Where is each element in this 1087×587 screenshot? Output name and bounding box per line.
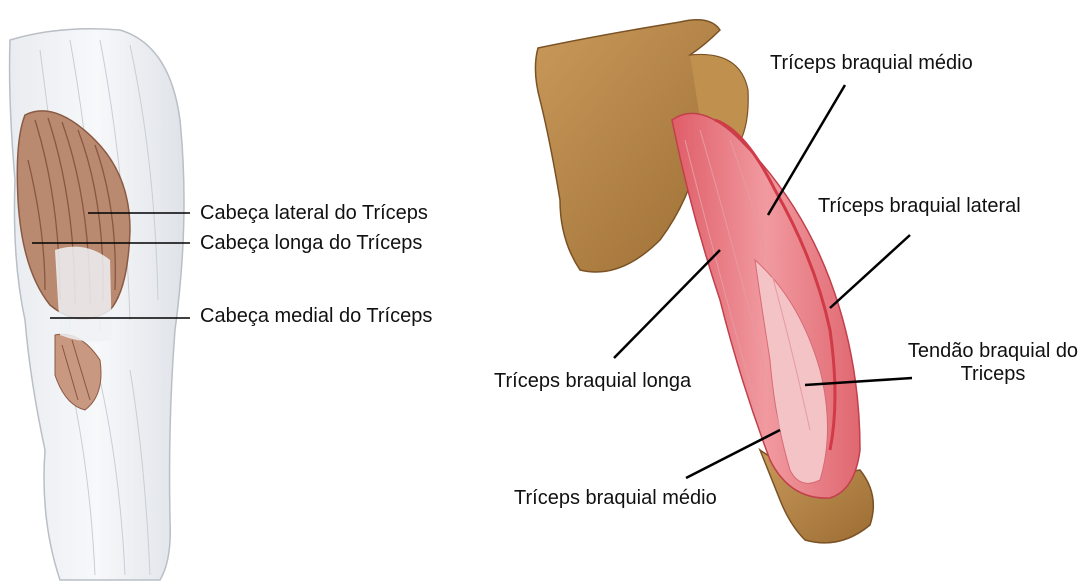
- label-triceps-longa: Tríceps braquial longa: [494, 370, 691, 393]
- label-cabeca-medial: Cabeça medial do Tríceps: [200, 305, 432, 328]
- label-cabeca-lateral: Cabeça lateral do Tríceps: [200, 202, 428, 225]
- label-triceps-medio-top: Tríceps braquial médio: [770, 52, 973, 75]
- label-tendao: Tendão braquial do Triceps: [900, 340, 1086, 386]
- label-triceps-lateral: Tríceps braquial lateral: [818, 195, 1021, 218]
- label-tendao-line2: Triceps: [900, 363, 1086, 386]
- label-triceps-medio-bottom: Tríceps braquial médio: [514, 487, 717, 510]
- label-cabeca-longa: Cabeça longa do Tríceps: [200, 232, 422, 255]
- label-tendao-line1: Tendão braquial do: [900, 340, 1086, 363]
- left-arm-illustration: [10, 29, 184, 580]
